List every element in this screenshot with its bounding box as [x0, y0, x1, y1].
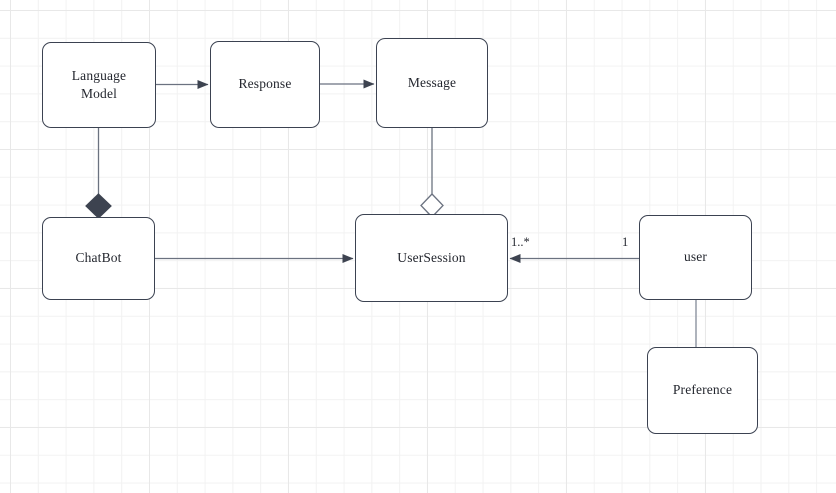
node-response-label: Response — [238, 76, 292, 92]
node-language-model-label-line2: Model — [81, 86, 117, 101]
node-preference[interactable]: Preference — [647, 347, 758, 434]
node-preference-label: Preference — [672, 382, 733, 398]
node-usersession-label: UserSession — [397, 249, 466, 265]
node-user-label: user — [683, 249, 708, 265]
multiplicity-label-user-side: 1 — [622, 235, 629, 249]
node-user[interactable]: user — [639, 215, 752, 300]
node-message[interactable]: Message — [376, 38, 488, 128]
node-message-label: Message — [407, 74, 457, 90]
node-chatbot-label: ChatBot — [75, 250, 122, 266]
node-language-model[interactable]: Language Model — [42, 42, 156, 128]
node-chatbot[interactable]: ChatBot — [42, 217, 155, 300]
composition-diamond-filled-icon — [85, 193, 112, 219]
node-response[interactable]: Response — [210, 41, 320, 128]
multiplicity-label-usersession-side: 1..* — [511, 235, 530, 249]
node-usersession[interactable]: UserSession — [355, 214, 508, 302]
node-language-model-label-line1: Language — [71, 67, 127, 83]
